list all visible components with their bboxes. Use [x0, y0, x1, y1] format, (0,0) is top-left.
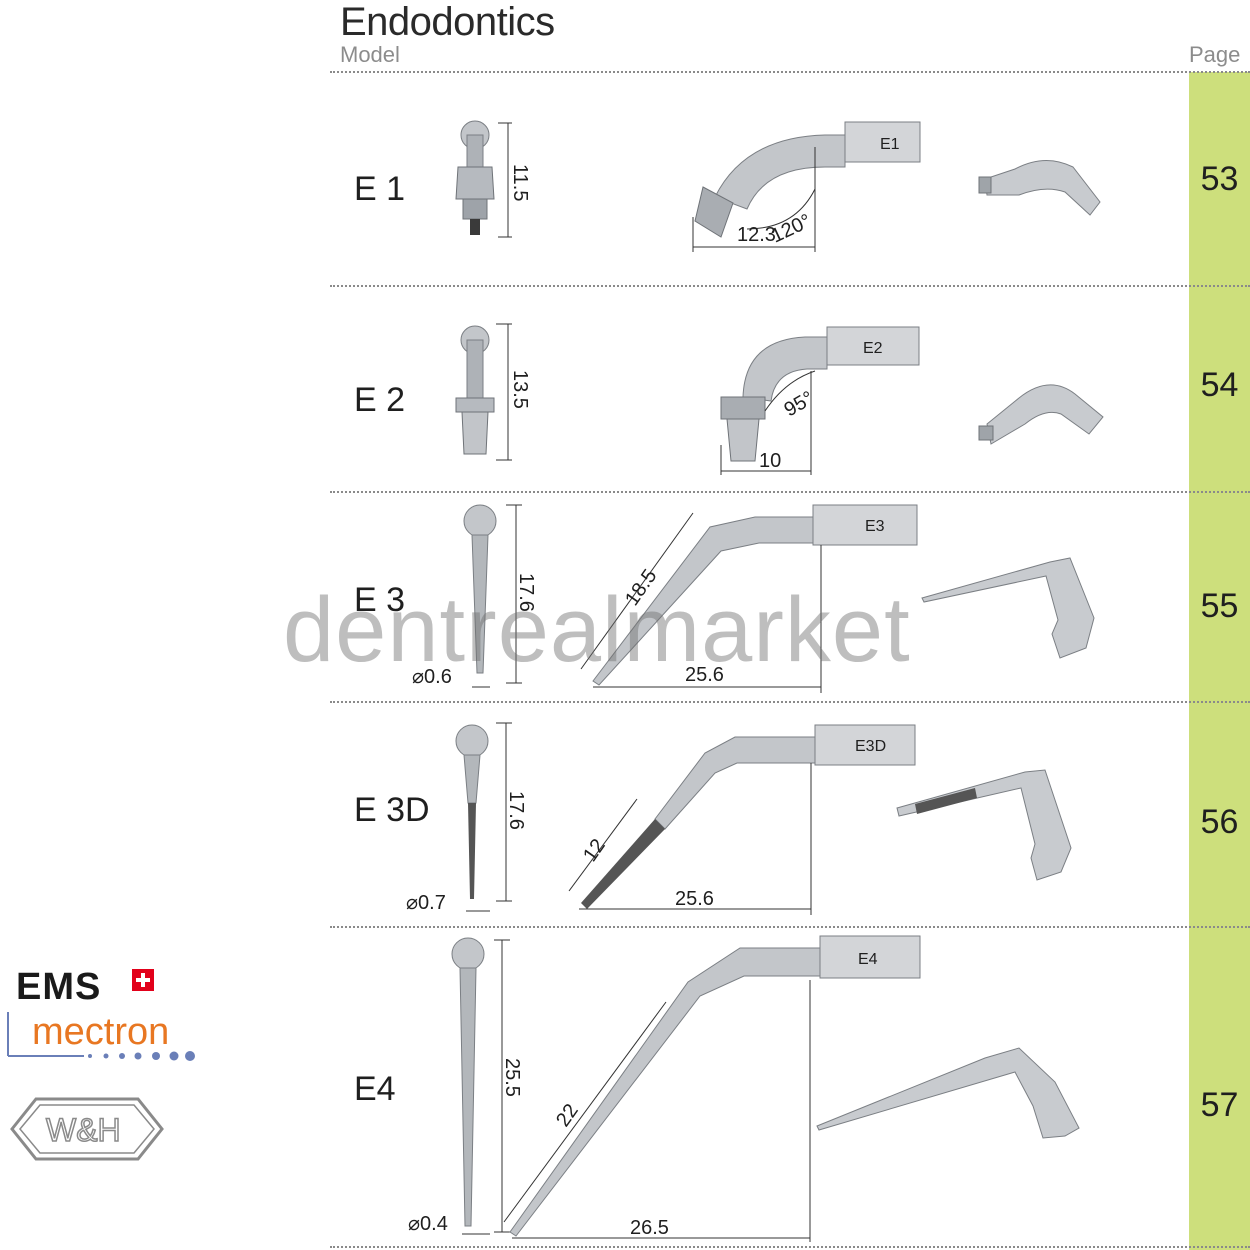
page-number: 54: [1200, 366, 1239, 404]
tip-3d-view: [975, 147, 1115, 227]
tip-front-view: 13.5: [450, 322, 570, 472]
tip-side-view: E3D 12 25.6: [565, 723, 925, 923]
tip-engraving: E3D: [855, 738, 886, 755]
dim-height: 13.5: [509, 370, 531, 409]
tip-3d-view: [975, 372, 1115, 452]
page-title: Endodontics: [340, 0, 555, 44]
dim-height: 17.6: [515, 573, 537, 612]
dim-height: 17.6: [505, 791, 527, 830]
page-number-column: [1189, 72, 1250, 1250]
tip-front-view: 17.6 ⌀0.6: [410, 503, 540, 693]
dim-length: 25.6: [685, 664, 724, 686]
page-number: 55: [1200, 587, 1239, 625]
tip-front-view: 11.5: [450, 117, 570, 247]
model-name: E4: [354, 1070, 396, 1108]
page-column-header: Page: [1189, 42, 1241, 67]
svg-text:EMS: EMS: [16, 966, 101, 1008]
separator: [330, 491, 1250, 493]
tip-side-view: E2 95° 10: [715, 325, 935, 475]
separator: [330, 285, 1250, 287]
page-number: 57: [1200, 1086, 1239, 1124]
dim-length: 10: [759, 450, 781, 472]
model-row-e2: E 2 13.5 E2 95° 10: [330, 287, 1250, 490]
wh-logo: W&H: [10, 1097, 165, 1161]
dim-diameter: ⌀0.6: [412, 666, 452, 688]
model-row-e3: E 3 17.6 ⌀0.6 E3 18.5 25.6 55: [330, 493, 1250, 700]
mectron-logo: mectron: [4, 1010, 199, 1065]
separator: [330, 926, 1250, 928]
dim-diameter: ⌀0.4: [408, 1213, 448, 1235]
tip-side-view: E1 120° 12.3: [685, 117, 930, 257]
model-name: E 1: [354, 170, 406, 208]
dim-height: 25.5: [501, 1058, 523, 1097]
model-row-e4: E4 25.5 ⌀0.4 E4 22 26.5 57: [330, 928, 1250, 1246]
svg-text:mectron: mectron: [32, 1011, 169, 1053]
separator: [330, 1246, 1250, 1248]
tip-front-view: 25.5 ⌀0.4: [400, 936, 530, 1241]
dim-diameter: ⌀0.7: [406, 892, 446, 914]
model-name: E 3D: [354, 791, 430, 829]
tip-3d-view: [895, 768, 1095, 888]
watermark-text: dentrealmarket: [283, 579, 911, 681]
tip-3d-view: [920, 548, 1110, 668]
dim-angle: 95°: [781, 387, 818, 421]
tip-side-view: E3 18.5 25.6: [575, 499, 925, 699]
svg-text:W&H: W&H: [46, 1112, 121, 1148]
ems-logo: EMS: [16, 965, 166, 1008]
dim-length: 12.3: [737, 224, 776, 246]
model-column-header: Model: [340, 42, 400, 67]
dim-slant: 12: [579, 835, 610, 866]
separator: [330, 701, 1250, 703]
tip-engraving: E2: [863, 340, 883, 357]
tip-3d-view: [815, 1046, 1105, 1146]
model-row-e1: E 1 11.5 E1 120° 12.3: [330, 72, 1250, 285]
tip-engraving: E4: [858, 951, 878, 968]
page-number: 56: [1200, 803, 1239, 841]
dim-slant: 22: [552, 1100, 583, 1131]
dim-length: 25.6: [675, 888, 714, 910]
tip-front-view: 17.6 ⌀0.7: [400, 722, 530, 918]
page-number: 53: [1200, 160, 1239, 198]
dim-length: 26.5: [630, 1217, 669, 1239]
tip-engraving: E3: [865, 518, 885, 535]
dim-height: 11.5: [509, 164, 531, 201]
model-name: E 2: [354, 381, 406, 419]
separator: [330, 71, 1250, 73]
tip-side-view: E4 22 26.5: [500, 935, 921, 1242]
model-row-e3d: E 3D 17.6 ⌀0.7 E3D 12 25.6: [330, 703, 1250, 925]
model-name: E 3: [354, 581, 406, 619]
tip-engraving: E1: [880, 136, 900, 153]
